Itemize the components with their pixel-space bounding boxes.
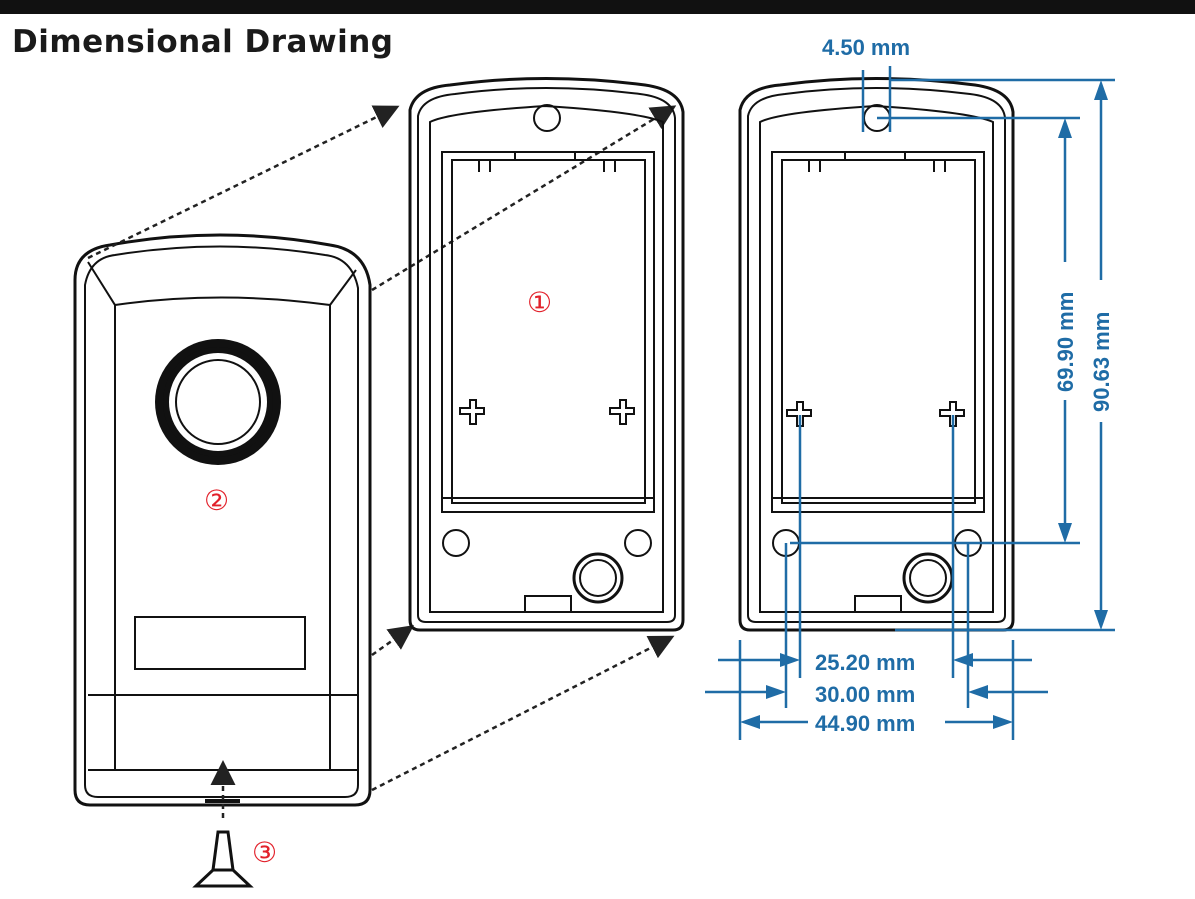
dim-total-width: 44.90 mm xyxy=(815,711,915,736)
callout-2: ② xyxy=(204,484,229,517)
top-rule xyxy=(0,0,1195,14)
callout-1: ① xyxy=(527,286,552,319)
front-cover xyxy=(73,233,372,807)
dim-total-height: 90.63 mm xyxy=(1089,312,1114,412)
dim-hole-spacing: 30.00 mm xyxy=(815,682,915,707)
back-box-dimensioned xyxy=(738,77,1015,632)
dimension-lines xyxy=(705,66,1115,740)
page-title: Dimensional Drawing xyxy=(12,24,394,60)
dim-hole-offset: 4.50 mm xyxy=(822,35,910,60)
back-box xyxy=(408,77,685,632)
callout-3: ③ xyxy=(252,836,277,869)
screw xyxy=(192,760,254,888)
dim-hole-vertical: 69.90 mm xyxy=(1053,292,1078,392)
assembly-lines xyxy=(87,105,677,792)
dim-inner-hole-spacing: 25.20 mm xyxy=(815,650,915,675)
